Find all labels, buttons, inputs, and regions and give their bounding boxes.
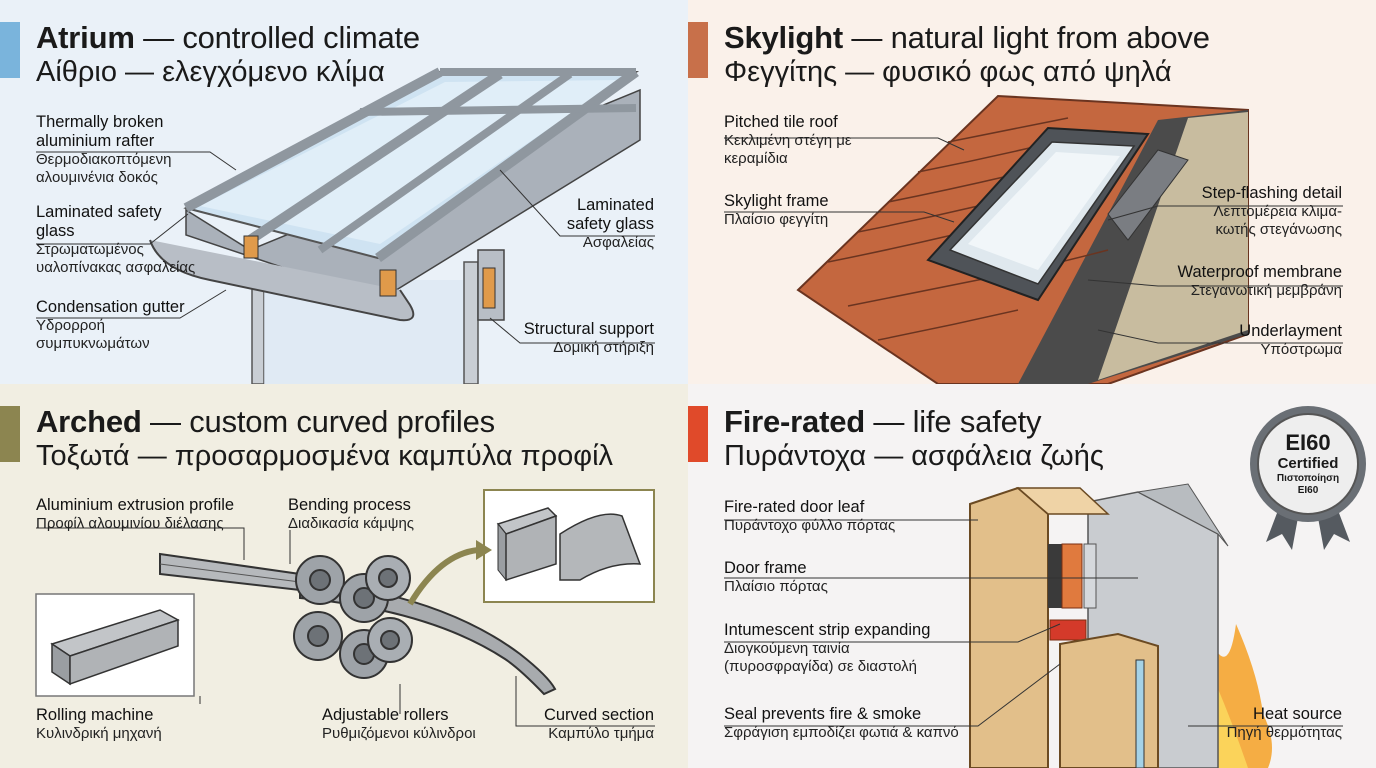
- badge-line-1: EI60: [1285, 430, 1331, 455]
- badge-line-2: Certified: [1277, 455, 1339, 472]
- atrium-illustration: [36, 67, 655, 384]
- fire-rated-illustration: [724, 406, 1366, 768]
- arched-accent-bar: [0, 406, 20, 462]
- skylight-title: Skylight — natural light from above: [724, 20, 1210, 55]
- badge-line-4: EI60: [1297, 485, 1319, 496]
- arched-title: Arched — custom curved profiles: [36, 404, 495, 439]
- fire-rated-panel: Fire-rated — life safety Πυράντοχα — ασφ…: [688, 384, 1376, 768]
- arched-panel: Arched — custom curved profiles Τοξωτά —…: [0, 384, 688, 768]
- atrium-subtitle: Αίθριο — ελεγχόμενο κλίμα: [36, 56, 385, 88]
- arched-illustration: [35, 489, 655, 727]
- atrium-accent-bar: [0, 22, 20, 78]
- atrium-panel: Atrium — controlled climate Αίθριο — ελε…: [0, 0, 688, 384]
- badge-line-3: Πιστοποίηση: [1276, 473, 1340, 484]
- fire-rated-subtitle: Πυράντοχα — ασφάλεια ζωής: [724, 440, 1104, 472]
- fire-rated-title: Fire-rated — life safety: [724, 404, 1042, 439]
- skylight-accent-bar: [688, 22, 708, 78]
- skylight-illustration: [724, 94, 1343, 384]
- skylight-panel: Skylight — natural light from above Φεγγ…: [688, 0, 1376, 384]
- certified-badge-icon: [1250, 406, 1366, 550]
- fire-rated-accent-bar: [688, 406, 708, 462]
- skylight-subtitle: Φεγγίτης — φυσικό φως από ψηλά: [724, 56, 1172, 88]
- atrium-title: Atrium — controlled climate: [36, 20, 420, 55]
- arched-subtitle: Τοξωτά — προσαρμοσμένα καμπύλα προφίλ: [36, 440, 614, 472]
